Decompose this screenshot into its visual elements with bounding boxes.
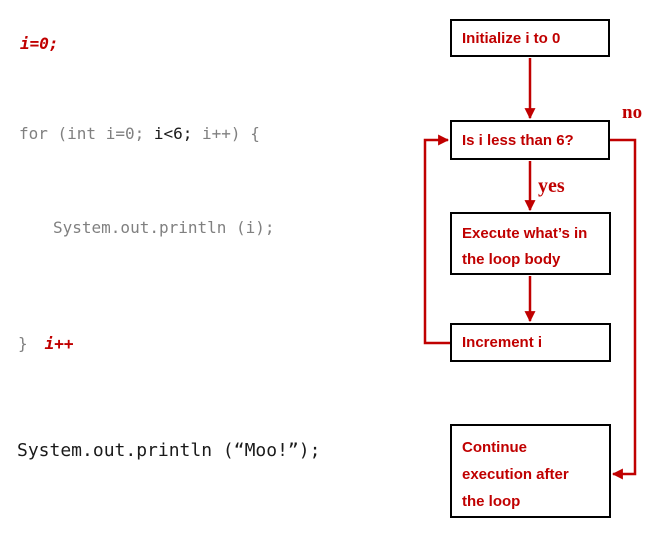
code-line-after-loop: System.out.println (“Moo!”); bbox=[17, 440, 321, 461]
increment-annotation: i++ bbox=[44, 334, 74, 353]
for-statement-prefix: for (int i=0; bbox=[19, 124, 154, 143]
arrow-increment-loopback-to-condition bbox=[423, 134, 450, 345]
edge-label-no: no bbox=[622, 102, 643, 123]
flow-box-continue-line2: execution after bbox=[462, 466, 569, 483]
flow-box-condition: Is i less than 6? bbox=[450, 120, 610, 160]
code-line-loop-body: System.out.println (i); bbox=[53, 218, 275, 237]
code-line-for-statement: for (int i=0; i<6; i++) { bbox=[19, 124, 260, 145]
closing-brace: } bbox=[18, 334, 28, 353]
flow-box-continue-line1: Continue bbox=[462, 439, 527, 456]
for-statement-suffix: i++) { bbox=[192, 124, 260, 143]
edge-label-yes: yes bbox=[538, 175, 565, 197]
flow-box-initialize: Initialize i to 0 bbox=[450, 19, 610, 57]
for-statement-condition: i<6; bbox=[153, 124, 193, 143]
arrow-condition-no-to-continue bbox=[610, 138, 637, 480]
flow-box-continue: Continue execution after the loop bbox=[450, 424, 611, 518]
flow-box-execute-body-line2: the loop body bbox=[462, 251, 561, 268]
flow-box-execute-body-line1: Execute what’s in bbox=[462, 225, 588, 242]
code-line-initializer: i=0; bbox=[20, 34, 59, 53]
flow-box-increment: Increment i bbox=[450, 323, 611, 362]
flow-box-execute-body: Execute what’s in the loop body bbox=[450, 212, 611, 275]
code-line-closing-brace: } i++ bbox=[18, 334, 74, 355]
flow-box-continue-line3: the loop bbox=[462, 493, 521, 510]
